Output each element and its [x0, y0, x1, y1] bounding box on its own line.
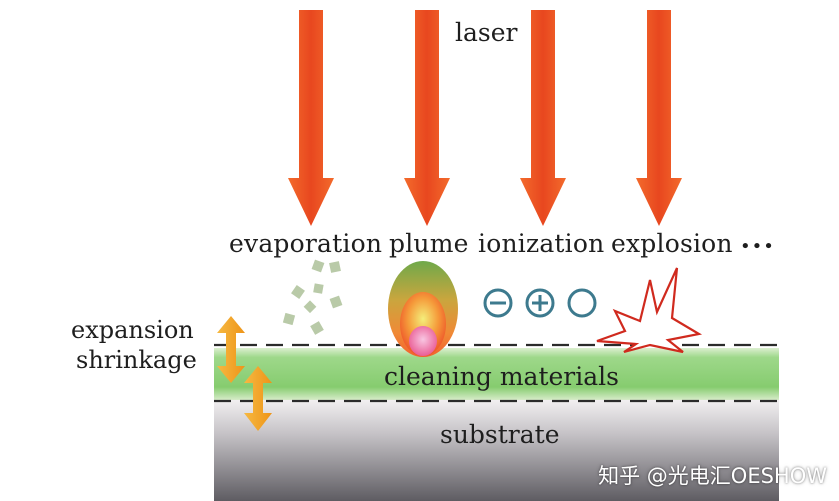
evaporation-debris: [282, 259, 343, 335]
laser-label: laser: [455, 18, 518, 47]
laser-arrows: [288, 10, 682, 226]
laser-arrow-3: [520, 10, 566, 226]
watermark: 知乎 @光电汇OESHOW: [598, 464, 827, 488]
laser-arrow-4: [636, 10, 682, 226]
expansion-label: expansion: [71, 316, 194, 344]
substrate-layer: [214, 398, 779, 501]
explosion-icon: [596, 267, 703, 354]
explosion-label: explosion: [611, 229, 733, 258]
cleaning-materials-label: cleaning materials: [384, 362, 619, 391]
minus-circle-icon: [483, 288, 513, 318]
shrinkage-label: shrinkage: [76, 346, 197, 374]
substrate-label: substrate: [440, 420, 560, 449]
plume-label: plume: [389, 229, 469, 258]
shrinkage-arrow-icon: [244, 366, 272, 431]
cleaning-materials-layer: [214, 348, 779, 400]
laser-arrow-1: [288, 10, 334, 226]
circle-icon: [567, 288, 597, 318]
plume-icon: [388, 261, 458, 357]
ionization-label: ionization: [478, 229, 605, 258]
ellipsis-label: •••: [740, 236, 775, 257]
expansion-arrow-icon: [217, 316, 245, 383]
ionization-symbols: [483, 288, 597, 318]
evaporation-label: evaporation: [229, 229, 383, 258]
laser-arrow-2: [404, 10, 450, 226]
plus-circle-icon: [525, 288, 555, 318]
